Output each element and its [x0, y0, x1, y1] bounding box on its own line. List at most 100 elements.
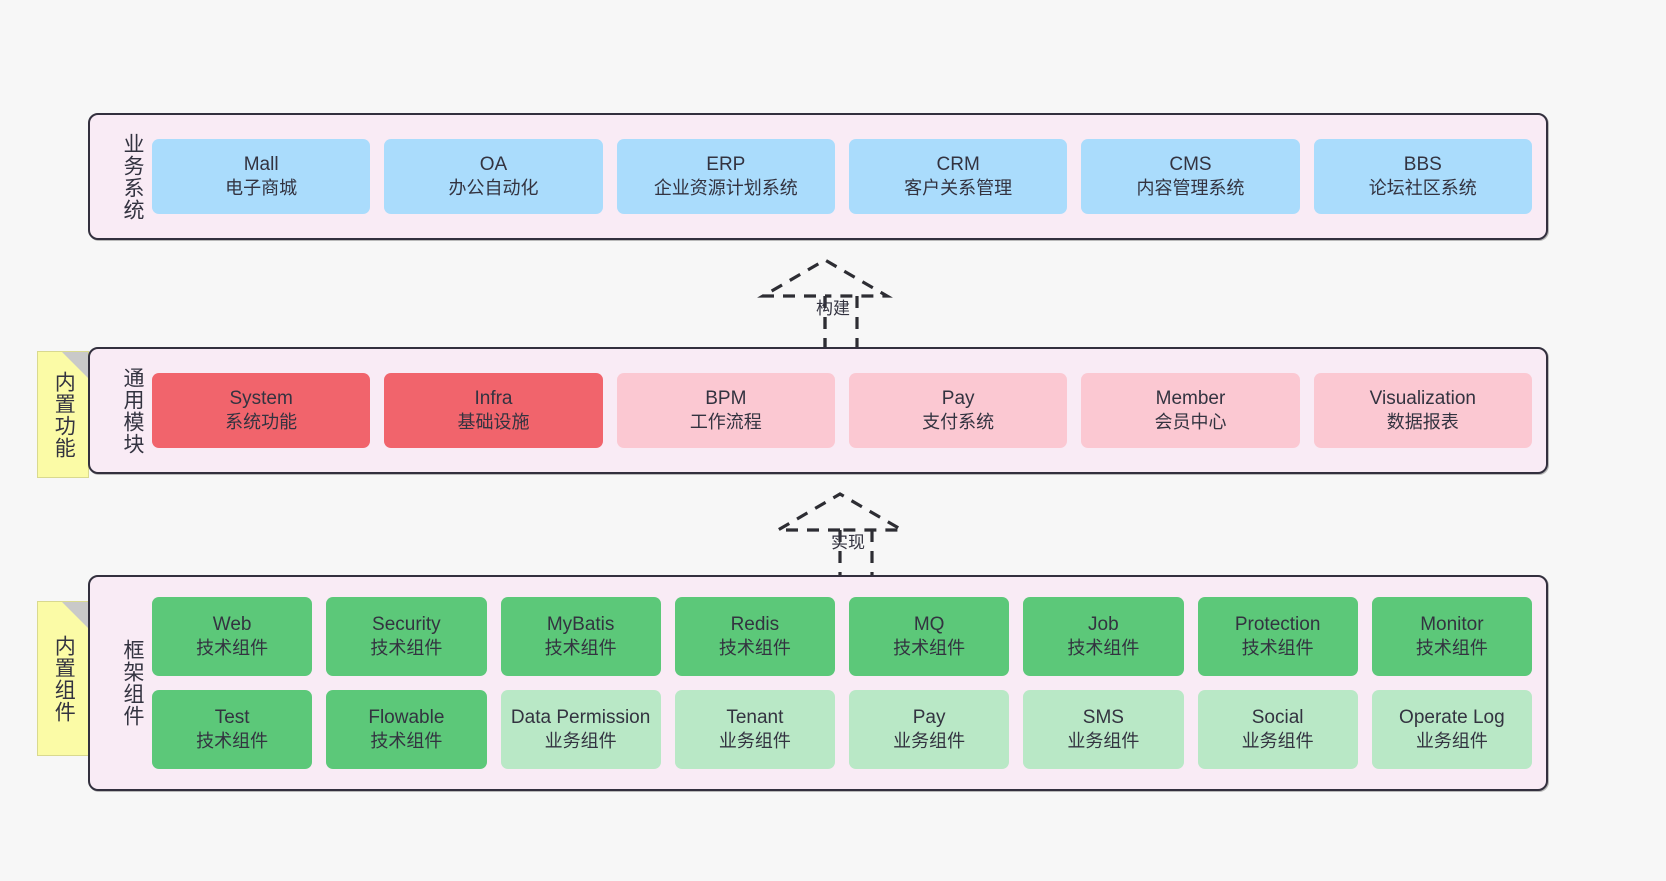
- card-title-en: Web: [212, 614, 252, 636]
- card-flowable[interactable]: Flowable 技术组件: [326, 690, 487, 769]
- card-bpm[interactable]: BPM 工作流程: [616, 373, 835, 448]
- card-title-en: Social: [1251, 707, 1304, 729]
- card-mybatis[interactable]: MyBatis 技术组件: [500, 597, 661, 676]
- card-title-cn: 技术组件: [718, 638, 791, 659]
- card-title-en: Protection: [1234, 614, 1321, 636]
- card-security[interactable]: Security 技术组件: [326, 597, 487, 676]
- card-bbs[interactable]: BBS 论坛社区系统: [1313, 139, 1532, 214]
- sticky-note-builtin-component: 内置组件: [37, 601, 89, 756]
- card-title-en: MQ: [913, 614, 945, 636]
- card-title-en: Test: [214, 707, 250, 729]
- layer-title-framework: 框架组件: [121, 639, 144, 727]
- card-title-cn: 办公自动化: [448, 178, 539, 199]
- card-title-cn: 客户关系管理: [904, 178, 1013, 199]
- card-system[interactable]: System 系统功能: [152, 373, 371, 448]
- card-pay-business[interactable]: Pay 业务组件: [849, 690, 1010, 769]
- card-title-cn: 数据报表: [1386, 412, 1459, 433]
- card-title-cn: 基础设施: [457, 412, 530, 433]
- card-test[interactable]: Test 技术组件: [152, 690, 313, 769]
- card-mall[interactable]: Mall 电子商城: [152, 139, 371, 214]
- layer-framework-components: 框架组件 Web 技术组件 Security 技术组件 MyBatis 技术组件…: [88, 575, 1548, 791]
- card-title-en: Operate Log: [1399, 707, 1505, 729]
- card-job[interactable]: Job 技术组件: [1023, 597, 1184, 676]
- card-title-cn: 业务组件: [1415, 731, 1488, 752]
- note-fold-corner-icon: [62, 602, 88, 628]
- card-title-cn: 工作流程: [689, 412, 762, 433]
- card-title-en: Pay: [912, 707, 946, 729]
- card-title-cn: 业务组件: [544, 731, 617, 752]
- card-title-en: Mall: [243, 154, 279, 176]
- sticky-note-builtin-function: 内置功能: [37, 351, 89, 478]
- card-title-cn: 论坛社区系统: [1368, 178, 1477, 199]
- card-title-cn: 技术组件: [544, 638, 617, 659]
- arrow-implement-label: 实现: [831, 533, 865, 552]
- card-visualization[interactable]: Visualization 数据报表: [1313, 373, 1532, 448]
- business-card-row: Mall 电子商城 OA 办公自动化 ERP 企业资源计划系统 CRM 客户关系…: [144, 139, 1546, 214]
- card-title-en: SMS: [1082, 707, 1124, 729]
- card-title-cn: 技术组件: [370, 731, 443, 752]
- card-title-en: Infra: [474, 388, 513, 410]
- card-title-cn: 技术组件: [1415, 638, 1488, 659]
- card-title-cn: 业务组件: [1067, 731, 1140, 752]
- card-title-en: Job: [1088, 614, 1119, 636]
- layer-common-modules: 通用模块 System 系统功能 Infra 基础设施 BPM 工作流程 Pay…: [88, 347, 1548, 474]
- card-erp[interactable]: ERP 企业资源计划系统: [616, 139, 835, 214]
- card-title-cn: 电子商城: [225, 178, 298, 199]
- card-title-en: BPM: [705, 388, 747, 410]
- card-oa[interactable]: OA 办公自动化: [384, 139, 603, 214]
- sticky-note-text: 内置组件: [52, 634, 76, 723]
- card-title-cn: 技术组件: [196, 731, 269, 752]
- card-title-en: Redis: [730, 614, 780, 636]
- card-web[interactable]: Web 技术组件: [152, 597, 313, 676]
- card-sms[interactable]: SMS 业务组件: [1023, 690, 1184, 769]
- framework-row-1: Web 技术组件 Security 技术组件 MyBatis 技术组件 Redi…: [152, 597, 1532, 676]
- card-title-en: Visualization: [1369, 388, 1476, 410]
- card-monitor[interactable]: Monitor 技术组件: [1371, 597, 1532, 676]
- card-title-cn: 会员中心: [1154, 412, 1227, 433]
- card-title-cn: 技术组件: [893, 638, 966, 659]
- card-data-permission[interactable]: Data Permission 业务组件: [500, 690, 661, 769]
- card-title-en: CRM: [936, 154, 980, 176]
- card-title-en: MyBatis: [546, 614, 615, 636]
- card-protection[interactable]: Protection 技术组件: [1197, 597, 1358, 676]
- card-pay[interactable]: Pay 支付系统: [848, 373, 1068, 448]
- card-cms[interactable]: CMS 内容管理系统: [1081, 139, 1300, 214]
- card-infra[interactable]: Infra 基础设施: [384, 373, 603, 448]
- arrow-build-label: 构建: [816, 299, 850, 318]
- card-title-cn: 业务组件: [893, 731, 966, 752]
- card-title-cn: 支付系统: [922, 412, 995, 433]
- card-title-en: Pay: [941, 388, 975, 410]
- note-fold-corner-icon: [62, 352, 88, 378]
- card-member[interactable]: Member 会员中心: [1081, 373, 1300, 448]
- card-title-cn: 系统功能: [225, 412, 298, 433]
- card-title-en: ERP: [706, 154, 746, 176]
- layer-business-systems: 业务系统 Mall 电子商城 OA 办公自动化 ERP 企业资源计划系统 CRM…: [88, 113, 1548, 240]
- card-title-cn: 业务组件: [718, 731, 791, 752]
- card-title-en: CMS: [1169, 154, 1212, 176]
- common-card-row: System 系统功能 Infra 基础设施 BPM 工作流程 Pay 支付系统…: [144, 373, 1546, 448]
- card-title-en: Tenant: [726, 707, 784, 729]
- card-crm[interactable]: CRM 客户关系管理: [848, 139, 1068, 214]
- card-tenant[interactable]: Tenant 业务组件: [674, 690, 835, 769]
- card-title-en: BBS: [1403, 154, 1442, 176]
- card-title-cn: 企业资源计划系统: [653, 178, 798, 199]
- card-mq[interactable]: MQ 技术组件: [849, 597, 1010, 676]
- card-title-cn: 技术组件: [370, 638, 443, 659]
- card-title-en: Flowable: [368, 707, 445, 729]
- layer-title-business: 业务系统: [121, 132, 144, 221]
- card-title-cn: 技术组件: [196, 638, 269, 659]
- card-title-en: System: [229, 388, 293, 410]
- card-title-cn: 内容管理系统: [1136, 178, 1245, 199]
- card-social[interactable]: Social 业务组件: [1197, 690, 1358, 769]
- framework-row-2: Test 技术组件 Flowable 技术组件 Data Permission …: [152, 690, 1532, 769]
- card-title-cn: 技术组件: [1067, 638, 1140, 659]
- card-title-en: Monitor: [1420, 614, 1484, 636]
- card-redis[interactable]: Redis 技术组件: [674, 597, 835, 676]
- framework-card-grid: Web 技术组件 Security 技术组件 MyBatis 技术组件 Redi…: [144, 597, 1546, 769]
- card-operate-log[interactable]: Operate Log 业务组件: [1371, 690, 1532, 769]
- layer-title-common: 通用模块: [121, 366, 144, 455]
- card-title-en: Data Permission: [510, 707, 651, 729]
- card-title-en: OA: [479, 154, 508, 176]
- card-title-en: Member: [1155, 388, 1226, 410]
